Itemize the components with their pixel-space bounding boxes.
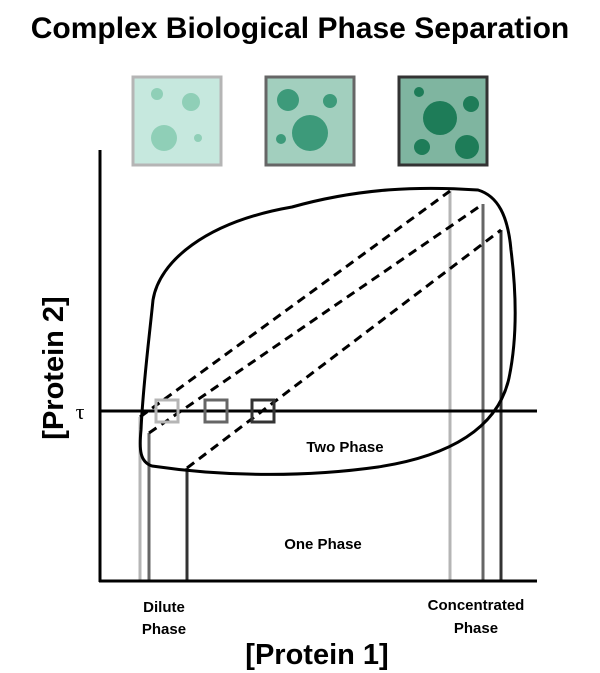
- droplet: [423, 101, 457, 135]
- tie-line-2: [148, 202, 484, 435]
- droplet: [292, 115, 328, 151]
- droplet: [151, 125, 177, 151]
- phase-boundary-lines: [138, 191, 503, 581]
- dilute-phase-label-line1: Dilute: [143, 599, 185, 616]
- panel-light-box: [131, 75, 223, 167]
- droplet-panel-light: [131, 75, 223, 167]
- concentrated-phase-label-line1: Concentrated: [428, 597, 525, 614]
- binodal-curve: [138, 186, 517, 476]
- one-phase-label: One Phase: [284, 536, 362, 553]
- droplet: [463, 96, 479, 112]
- droplet: [414, 139, 430, 155]
- tau-label: τ: [76, 399, 85, 424]
- droplet: [276, 134, 286, 144]
- two-phase-label: Two Phase: [306, 439, 383, 456]
- droplet: [194, 134, 202, 142]
- droplet: [277, 89, 299, 111]
- x-axis-label: [Protein 1]: [245, 639, 388, 671]
- droplet-panel-dark: [397, 75, 489, 167]
- droplet: [182, 93, 200, 111]
- concentrated-phase-label-line2: Phase: [454, 620, 498, 637]
- droplet: [323, 94, 337, 108]
- tie-lines: [139, 189, 502, 470]
- droplet: [151, 88, 163, 100]
- droplet-panel-mid: [264, 75, 356, 167]
- tie-line-1: [139, 189, 451, 419]
- tie-line-3: [186, 228, 502, 470]
- droplet: [414, 87, 424, 97]
- dilute-phase-label-line2: Phase: [142, 621, 186, 638]
- y-axis-label: [Protein 2]: [38, 296, 70, 439]
- marker-dark: [250, 398, 276, 424]
- page-title: Complex Biological Phase Separation: [30, 12, 570, 45]
- marker-light: [154, 398, 180, 424]
- marker-mid: [203, 398, 229, 424]
- droplet: [455, 135, 479, 159]
